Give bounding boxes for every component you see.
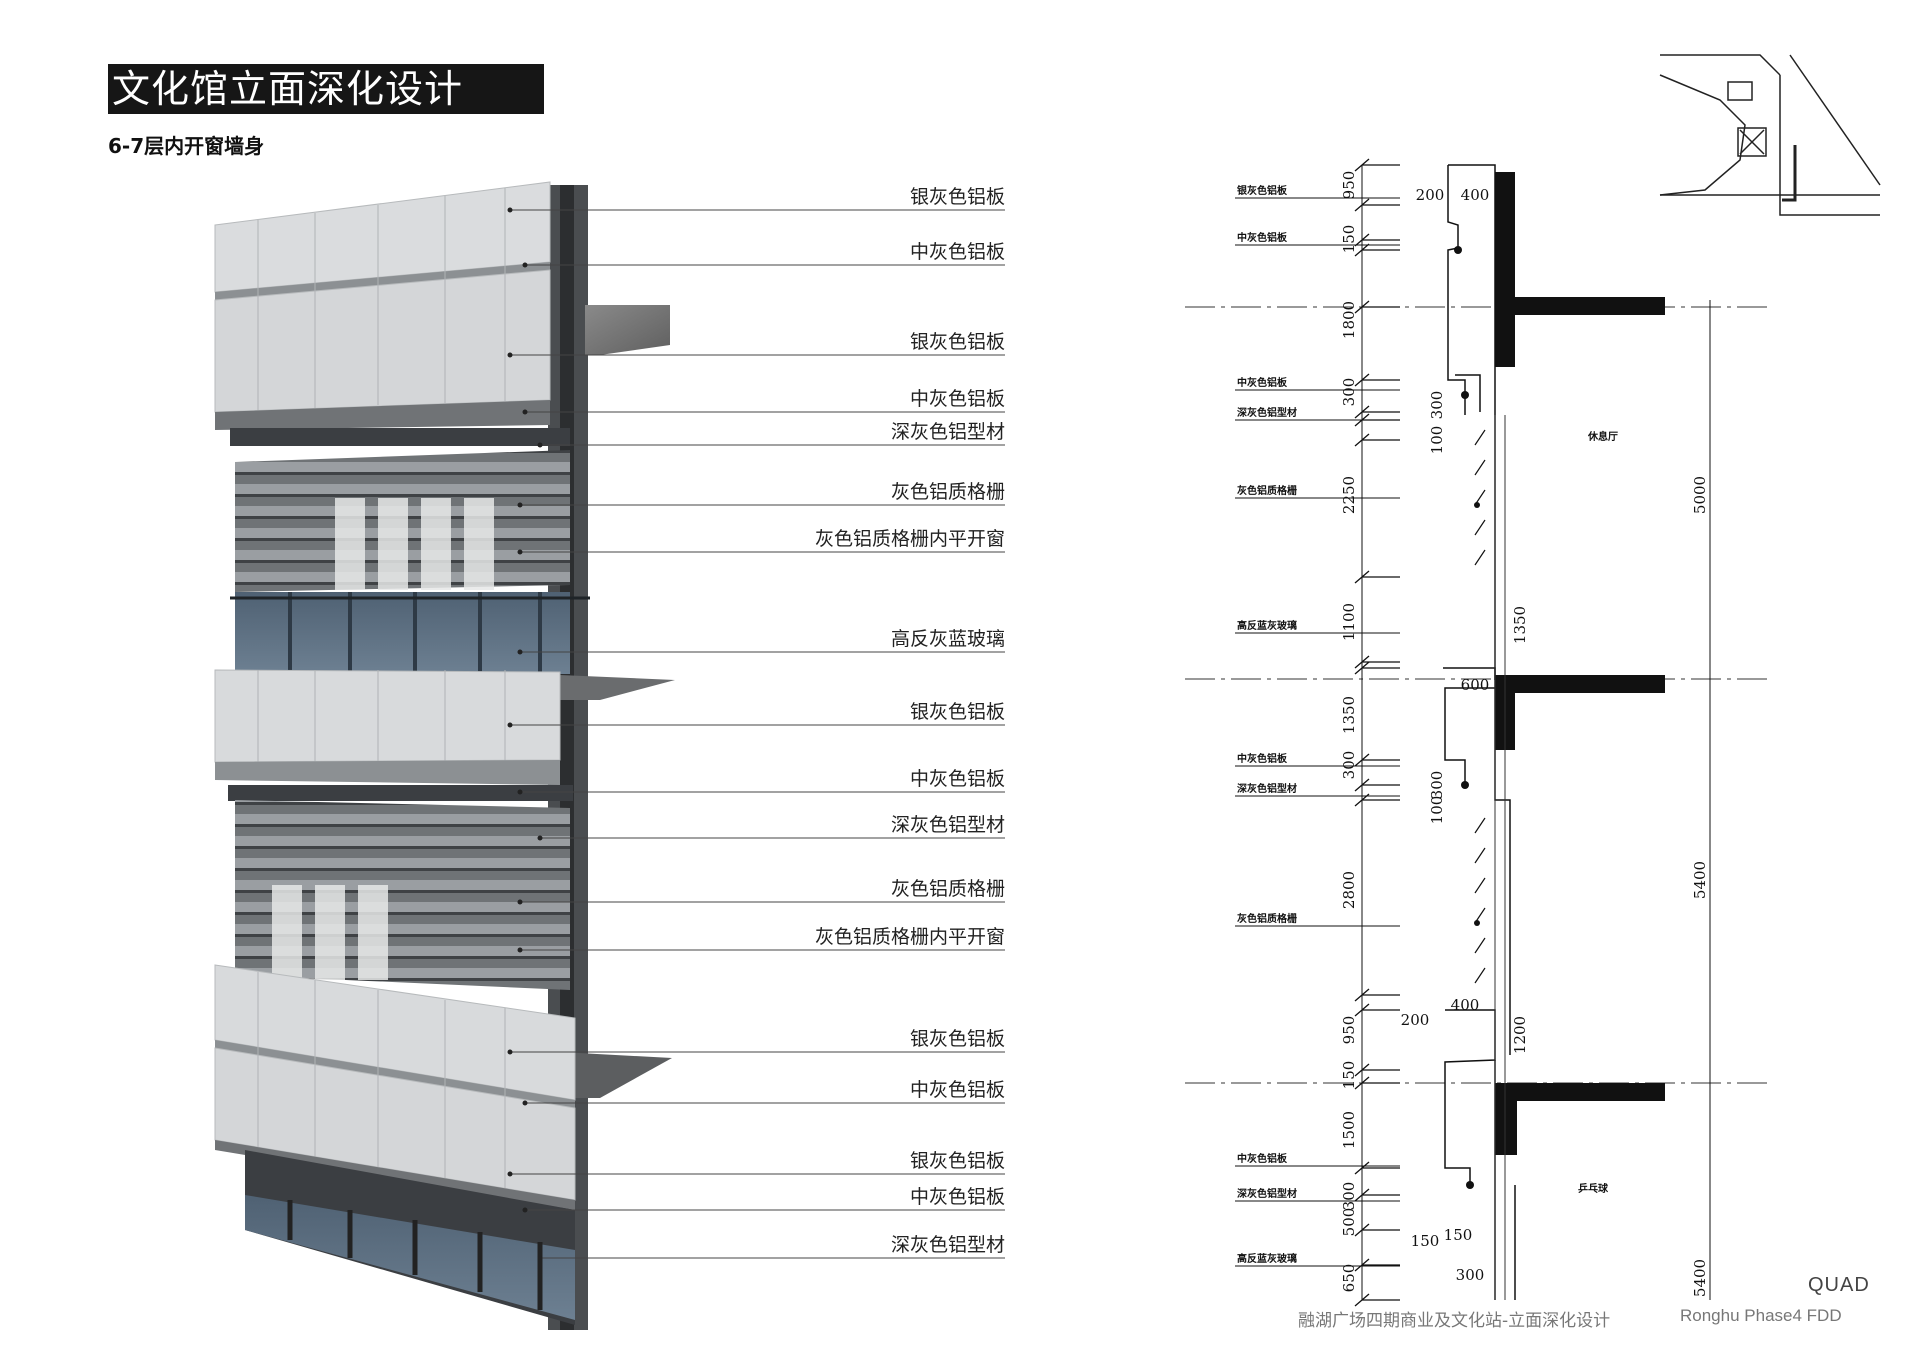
brand-logo-text: QUAD bbox=[1808, 1274, 1870, 1296]
key-plan bbox=[1659, 54, 1881, 216]
callout-label: 银灰色铝板 bbox=[910, 701, 1005, 723]
dimension-label: 300 bbox=[1428, 771, 1446, 800]
dimension-label: 300 bbox=[1340, 751, 1358, 780]
callout-label: 中灰色铝板 bbox=[910, 768, 1005, 790]
level-dimension: 5000 bbox=[1691, 476, 1709, 514]
callout-label: 深灰色铝型材 bbox=[891, 421, 1005, 443]
dimension-label: 150 bbox=[1340, 225, 1358, 254]
callout-label: 银灰色铝板 bbox=[910, 1028, 1005, 1050]
offset-label: 1200 bbox=[1511, 1016, 1529, 1054]
dark-profile bbox=[228, 785, 573, 801]
dimension-label: 650 bbox=[1340, 1264, 1358, 1293]
dimension-label: 1100 bbox=[1340, 603, 1358, 641]
dimension-label: 300 bbox=[1340, 1182, 1358, 1211]
louver-window bbox=[335, 498, 494, 590]
level-dimension: 5400 bbox=[1691, 1259, 1709, 1297]
section-note: 深灰色铝型材 bbox=[1237, 406, 1297, 419]
dimension-labels: 9501501800300100300225011001350300100300… bbox=[1340, 171, 1446, 1293]
callout-label: 深灰色铝型材 bbox=[891, 814, 1005, 836]
dimension-label: 100 bbox=[1428, 426, 1446, 455]
callout-label: 深灰色铝型材 bbox=[891, 1234, 1005, 1256]
offset-label: 600 bbox=[1461, 676, 1490, 694]
floor-slab bbox=[560, 1052, 672, 1098]
callout-label: 中灰色铝板 bbox=[910, 1079, 1005, 1101]
concrete-column bbox=[1495, 172, 1515, 367]
dimension-label: 300 bbox=[1340, 378, 1358, 407]
callout-label: 灰色铝质格栅内平开窗 bbox=[815, 926, 1005, 948]
floor-slab bbox=[585, 305, 670, 355]
offset-label: 150 bbox=[1444, 1226, 1473, 1244]
offset-label: 200 bbox=[1416, 186, 1445, 204]
dimension-label: 300 bbox=[1428, 391, 1446, 420]
callout-label: 高反灰蓝玻璃 bbox=[891, 628, 1005, 650]
callout-label: 银灰色铝板 bbox=[910, 186, 1005, 208]
dimension-label: 100 bbox=[1428, 796, 1446, 825]
offset-label: 400 bbox=[1461, 186, 1490, 204]
dimension-label: 150 bbox=[1340, 1061, 1358, 1090]
callout-label: 灰色铝质格栅 bbox=[891, 878, 1005, 900]
callout-label: 银灰色铝板 bbox=[910, 1150, 1005, 1172]
room-label: 乒乓球 bbox=[1578, 1182, 1609, 1195]
mid-grey-strip bbox=[215, 262, 550, 300]
reflective-glass bbox=[235, 592, 570, 674]
floor-slab bbox=[1495, 297, 1665, 315]
section-note: 中灰色铝板 bbox=[1237, 752, 1288, 765]
louver-section bbox=[1474, 429, 1486, 984]
dimension-label: 950 bbox=[1340, 1016, 1358, 1045]
offset-label: 150 bbox=[1411, 1232, 1440, 1250]
wall-section: 9501501800300100300225011001350300100300… bbox=[1185, 54, 1881, 1307]
louver-window bbox=[272, 885, 388, 980]
section-note: 中灰色铝板 bbox=[1237, 376, 1288, 389]
dimension-label: 950 bbox=[1340, 171, 1358, 200]
offset-label: 300 bbox=[1456, 1266, 1485, 1284]
section-note: 灰色铝质格栅 bbox=[1237, 912, 1297, 925]
callout-label: 灰色铝质格栅内平开窗 bbox=[815, 528, 1005, 550]
section-note: 深灰色铝型材 bbox=[1237, 1187, 1297, 1200]
dimension-label: 1350 bbox=[1340, 696, 1358, 734]
dimension-label: 500 bbox=[1340, 1208, 1358, 1237]
project-name: 融湖广场四期商业及文化站-立面深化设计 bbox=[1298, 1311, 1611, 1331]
room-label: 休息厅 bbox=[1587, 430, 1618, 443]
callout-labels: 银灰色铝板中灰色铝板银灰色铝板中灰色铝板深灰色铝型材灰色铝质格栅灰色铝质格栅内平… bbox=[815, 186, 1005, 1256]
reflective-glass bbox=[245, 1195, 575, 1320]
section-note: 中灰色铝板 bbox=[1237, 1152, 1288, 1165]
dimension-label: 1500 bbox=[1340, 1111, 1358, 1149]
level-lines bbox=[1185, 306, 1770, 1084]
callout-label: 中灰色铝板 bbox=[910, 1186, 1005, 1208]
dimension-label: 2800 bbox=[1340, 871, 1358, 909]
section-note: 中灰色铝板 bbox=[1237, 231, 1288, 244]
floor-slab bbox=[1495, 1083, 1665, 1101]
mid-grey-strip bbox=[215, 1040, 575, 1108]
dimension-label: 1800 bbox=[1340, 301, 1358, 339]
offset-label: 400 bbox=[1451, 996, 1480, 1014]
floor-slab bbox=[1495, 675, 1665, 693]
project-code: Ronghu Phase4 FDD bbox=[1680, 1306, 1842, 1325]
facade-model bbox=[214, 181, 675, 1330]
floor-slab bbox=[560, 675, 675, 700]
section-note: 银灰色铝板 bbox=[1237, 184, 1288, 197]
dark-profile bbox=[230, 428, 570, 446]
level-dimensions: 5000 5400 5400 bbox=[1691, 476, 1709, 1297]
callout-leaders bbox=[507, 207, 1005, 1261]
callout-label: 灰色铝质格栅 bbox=[891, 481, 1005, 503]
offset-label: 1350 bbox=[1511, 606, 1529, 644]
silver-panel bbox=[214, 669, 561, 763]
offset-label: 200 bbox=[1401, 1011, 1430, 1029]
callout-label: 中灰色铝板 bbox=[910, 388, 1005, 410]
section-notes: 银灰色铝板中灰色铝板中灰色铝板深灰色铝型材灰色铝质格栅高反蓝灰玻璃中灰色铝板深灰… bbox=[1235, 184, 1400, 1267]
mid-grey-strip bbox=[215, 760, 560, 785]
callout-label: 银灰色铝板 bbox=[910, 331, 1005, 353]
dimension-label: 2250 bbox=[1340, 476, 1358, 514]
section-note: 高反蓝灰玻璃 bbox=[1237, 1252, 1297, 1265]
level-dimension: 5400 bbox=[1691, 861, 1709, 899]
callout-label: 中灰色铝板 bbox=[910, 241, 1005, 263]
section-note: 深灰色铝型材 bbox=[1237, 782, 1297, 795]
section-note: 高反蓝灰玻璃 bbox=[1237, 619, 1297, 632]
section-note: 灰色铝质格栅 bbox=[1237, 484, 1297, 497]
page-subtitle: 6-7层内开窗墙身 bbox=[108, 134, 265, 158]
page-title: 文化馆立面深化设计 bbox=[108, 64, 544, 114]
